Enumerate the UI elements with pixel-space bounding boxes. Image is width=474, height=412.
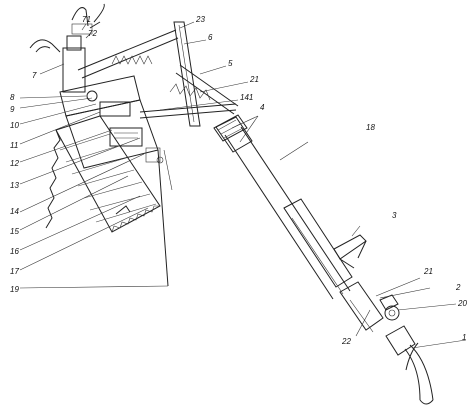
label-21-lower: 21 xyxy=(423,267,433,276)
label-22: 22 xyxy=(341,337,351,346)
blade xyxy=(45,115,161,233)
label-10: 10 xyxy=(10,121,19,130)
upper-frame xyxy=(77,21,239,127)
handle-3 xyxy=(333,234,367,269)
label-18: 18 xyxy=(366,123,375,132)
label-20: 20 xyxy=(457,299,467,308)
label-8: 8 xyxy=(10,93,15,102)
label-2: 2 xyxy=(455,283,461,292)
label-141: 141 xyxy=(240,93,253,102)
main-pole xyxy=(215,116,384,333)
collar-4 xyxy=(213,114,248,142)
label-13: 13 xyxy=(10,181,19,190)
bracket-19 xyxy=(157,149,173,287)
lever-1 xyxy=(385,325,434,405)
label-23: 23 xyxy=(195,15,205,24)
label-6: 6 xyxy=(208,33,213,42)
label-7: 7 xyxy=(32,71,37,80)
label-21-upper: 21 xyxy=(249,75,259,84)
label-19: 19 xyxy=(10,285,19,294)
label-3: 3 xyxy=(392,211,397,220)
label-4: 4 xyxy=(260,103,265,112)
label-15: 15 xyxy=(10,227,19,236)
label-12: 12 xyxy=(10,159,19,168)
trigger-20 xyxy=(379,294,400,321)
leader-lines xyxy=(19,21,467,349)
label-1: 1 xyxy=(462,333,466,342)
gripper-head xyxy=(29,3,105,93)
label-9: 9 xyxy=(10,105,15,114)
part-labels: 71 72 23 6 7 5 8 21 9 141 10 4 11 18 12 … xyxy=(10,15,467,346)
label-16: 16 xyxy=(10,247,19,256)
label-5: 5 xyxy=(228,59,233,68)
label-11: 11 xyxy=(10,141,18,150)
label-14: 14 xyxy=(10,207,19,216)
label-17: 17 xyxy=(10,267,19,276)
label-72: 72 xyxy=(88,29,97,38)
label-71: 71 xyxy=(82,15,91,24)
